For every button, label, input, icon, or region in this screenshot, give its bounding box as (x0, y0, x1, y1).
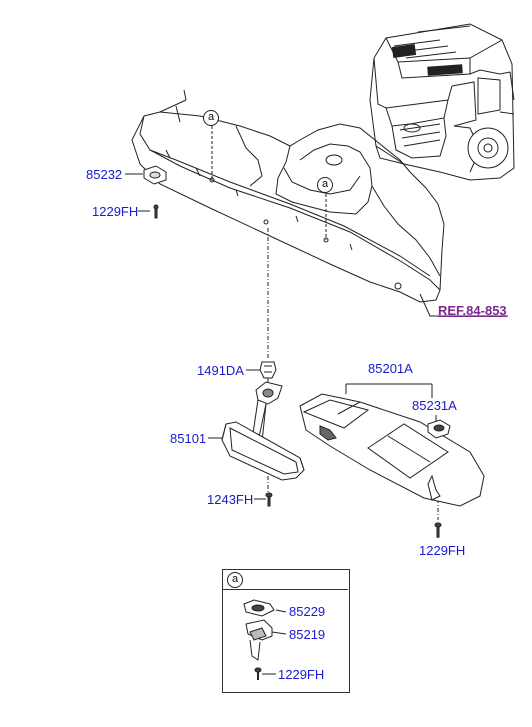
truck-cab-illustration (369, 23, 515, 181)
part-label-1229fh-right: 1229FH (419, 543, 466, 558)
part-label-85229: 85229 (289, 604, 326, 619)
part-label-85232: 85232 (86, 167, 123, 182)
part-label-1229fh-box: 1229FH (278, 667, 325, 682)
detail-box (222, 569, 350, 693)
detail-85219-shape (245, 619, 287, 661)
detail-1229fh-shape (254, 667, 276, 680)
marker-a-right: a (317, 177, 333, 193)
sun-visor-85201a-shape (299, 393, 485, 507)
part-label-85231a: 85231A (412, 398, 457, 413)
marker-a-left: a (203, 110, 219, 126)
part-label-1243fh: 1243FH (207, 492, 254, 507)
part-label-85201a: 85201A (368, 361, 413, 376)
roof-panel-illustration (131, 89, 445, 303)
detail-box-header (222, 569, 348, 590)
part-label-1491da: 1491DA (197, 363, 244, 378)
marker-a-box: a (227, 572, 243, 588)
detail-85229-shape (243, 599, 287, 617)
reference-link[interactable]: REF.84-853 (438, 303, 507, 318)
nut-1491da-shape (259, 361, 277, 379)
part-label-85101: 85101 (170, 431, 207, 446)
screw-1229fh-top-shape (153, 204, 159, 219)
part-label-1229fh-top: 1229FH (92, 204, 139, 219)
screw-1243fh-shape (265, 492, 273, 507)
screw-1229fh-right-shape (434, 522, 442, 538)
part-label-85219: 85219 (289, 627, 326, 642)
holder-85231a-shape (427, 419, 451, 439)
mirror-85101-shape (221, 381, 305, 481)
clip-85232-shape (143, 165, 167, 185)
